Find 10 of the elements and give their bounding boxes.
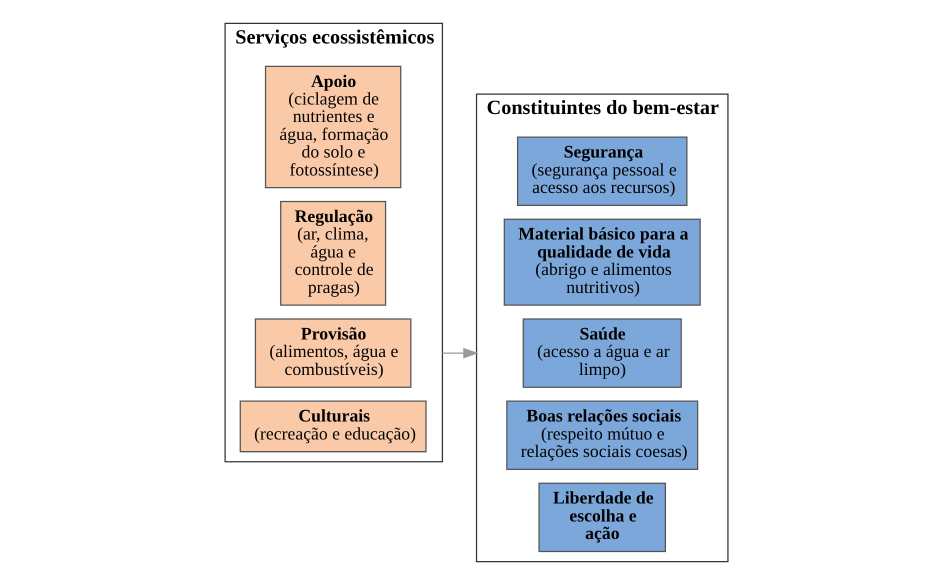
node-box: Liberdade de escolha e ação xyxy=(538,482,666,552)
node-box: Regulação (ar, clima, água e controle de pragas) xyxy=(280,200,386,306)
node-box: Boas relações sociais (respeito mútuo e relações sociais coesas) xyxy=(506,400,698,470)
node-box: Apoio (ciclagem de nutrientes e água, formação do solo e fotossíntese) xyxy=(264,66,401,188)
node-box: Segurança (segurança pessoal e acesso aos recursos) xyxy=(516,136,688,206)
node-box: Culturais (recreação e educação) xyxy=(239,400,426,452)
node-box: Material básico para a qualidade de vida (abrigo e alimentos nutritivos) xyxy=(503,218,700,306)
node-box: Saúde (acesso a água e ar limpo) xyxy=(522,318,682,388)
arrow xyxy=(442,348,478,358)
node-box: Provisão (alimentos, água e combustíveis) xyxy=(254,318,411,388)
